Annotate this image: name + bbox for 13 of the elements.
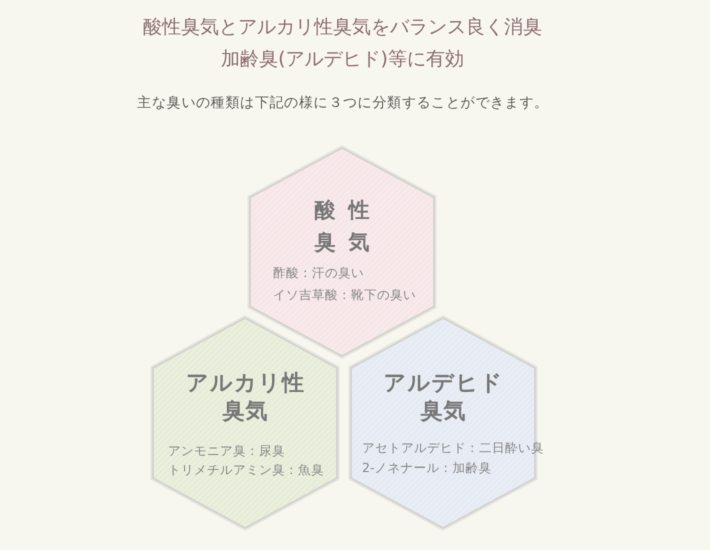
- hexagon: [247, 145, 437, 359]
- example-text: イソ吉草酸：靴下の臭い: [273, 286, 416, 304]
- example-text: 酢酸：汗の臭い: [273, 264, 364, 282]
- intro-text: 主な臭いの種類は下記の様に３つに分類することができます。: [137, 94, 549, 113]
- example-text: 2-ノネナール：加齢臭: [362, 459, 492, 477]
- example-text: アセトアルデヒド：二日酔い臭: [362, 439, 544, 457]
- category-heading: アルカリ性臭気: [185, 370, 306, 426]
- category-heading: 酸性臭気: [313, 197, 384, 256]
- heading: 酸性臭気とアルカリ性臭気をバランス良く消臭加齢臭(アルデヒド)等に有効: [142, 15, 543, 72]
- hexagon: [150, 315, 340, 531]
- example-text: トリメチルアミン臭：魚臭: [168, 461, 324, 479]
- category-heading: アルデヒド臭気: [382, 370, 504, 426]
- example-text: アンモニア臭：尿臭: [168, 442, 285, 460]
